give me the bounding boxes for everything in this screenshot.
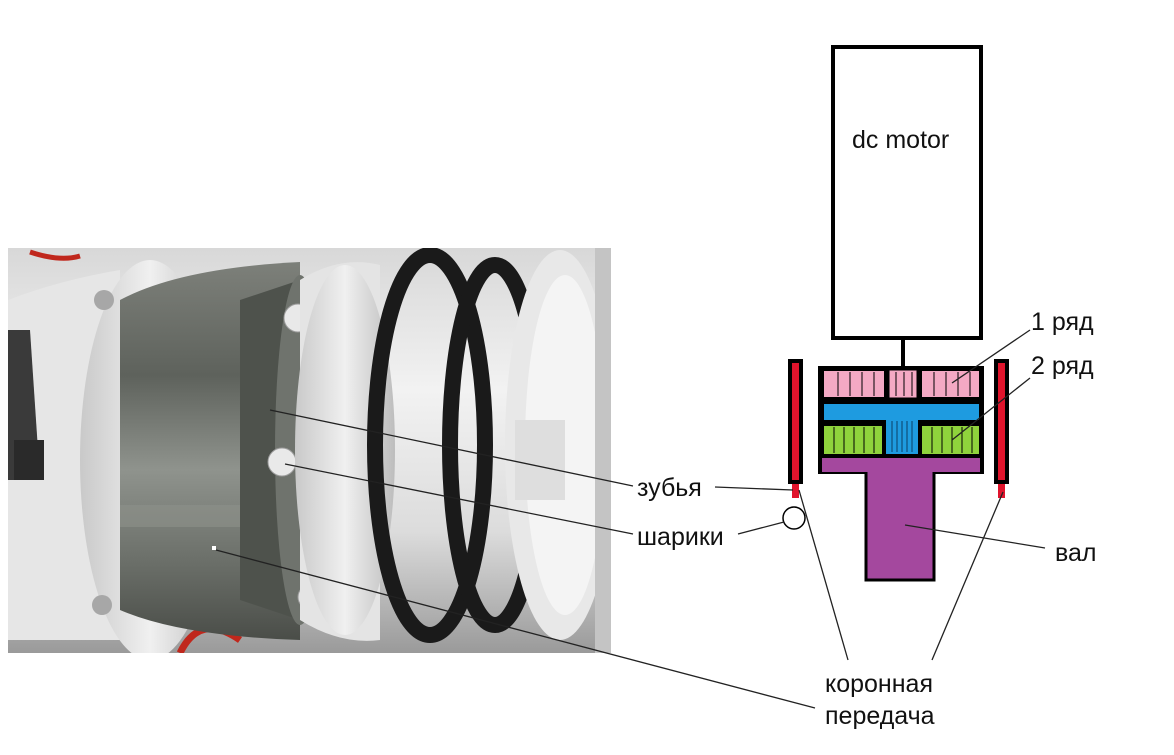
leader-lines xyxy=(215,329,1046,709)
row2-label: 2 ряд xyxy=(1031,352,1094,380)
ring-gear-left xyxy=(788,359,803,498)
output-shaft xyxy=(864,468,936,582)
dc-motor-label: dc motor xyxy=(852,126,949,154)
dc-motor-box xyxy=(831,45,983,340)
mechanism-photo xyxy=(8,248,611,653)
ring-gear-label-line1: коронная xyxy=(825,670,933,698)
shaft-label: вал xyxy=(1055,539,1097,567)
row1-label: 1 ряд xyxy=(1031,308,1094,336)
gear-row2-left xyxy=(824,426,882,454)
carrier-hub-teeth xyxy=(891,421,913,452)
balls-label: шарики xyxy=(637,523,724,551)
ring-gear-label-line2: передача xyxy=(825,702,935,730)
ball-circle xyxy=(782,506,806,530)
teeth-label: зубья xyxy=(637,474,702,502)
gear-row2-right xyxy=(922,426,979,454)
gear-row1-teeth xyxy=(837,372,971,396)
ring-gear-right xyxy=(994,359,1009,498)
gear-stack xyxy=(818,366,984,474)
sun-gear xyxy=(886,367,920,401)
gear-row1-left xyxy=(824,371,884,397)
